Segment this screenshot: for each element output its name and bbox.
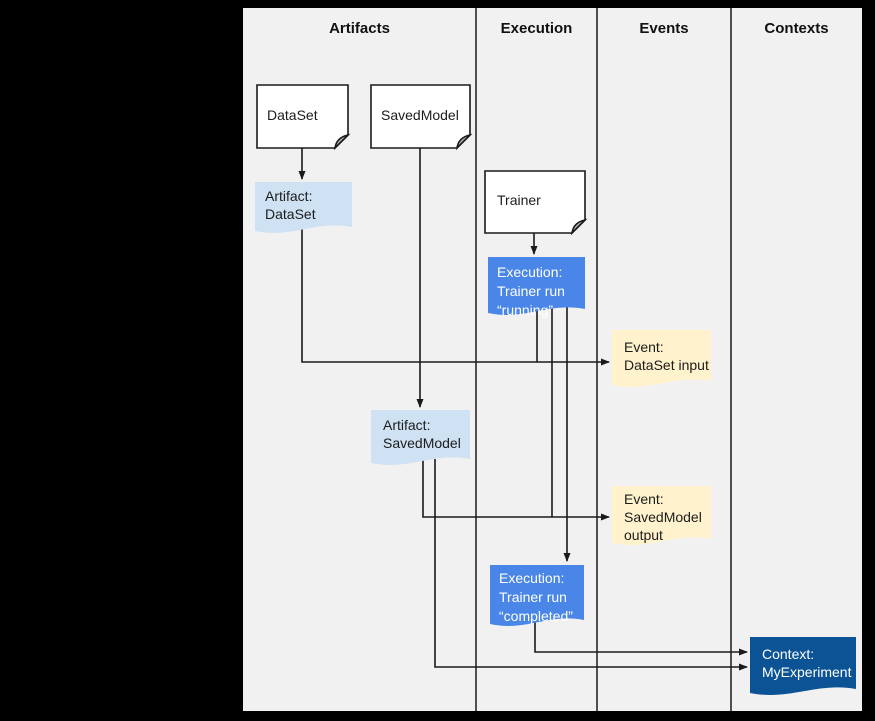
node-execution-running: Execution: Trainer run “running” [497,263,565,320]
node-execution-completed: Execution: Trainer run “completed” [499,569,573,626]
column-header-artifacts: Artifacts [329,20,390,37]
node-context-myexperiment: Context: MyExperiment [762,645,851,681]
node-label-line: output [624,527,663,543]
arrow-execution-completed-to-context [534,622,748,656]
column-header-events: Events [639,20,689,37]
node-label-line: SavedModel [383,435,461,451]
context-myexperiment-shape [750,637,856,696]
trainer-document-shape [484,170,588,236]
column-header-execution: Execution [500,20,573,37]
node-label-line: “completed” [499,608,573,624]
artifact-dataset-shape [255,182,352,234]
artifact-savedmodel-shape [371,410,470,466]
folded-corner-icon [455,133,473,151]
node-label-line: MyExperiment [762,664,852,680]
node-label-line: Artifact: [383,417,431,433]
node-label-line: Event: [624,491,664,507]
node-label-line: Artifact: [265,188,313,204]
node-artifact-dataset: Artifact: DataSet [265,187,316,223]
node-event-savedmodel-output: Event: SavedModel output [624,490,702,544]
arrow-artifact-savedmodel-to-context [434,459,748,671]
event-dataset-input-shape [612,330,711,388]
node-trainer-document: Trainer [485,171,585,229]
folded-corner-icon [333,133,351,151]
column-header-contexts: Contexts [764,20,829,37]
folded-corner-icon [570,218,588,236]
node-label-line: Execution: [497,264,563,280]
node-savedmodel-document: SavedModel [371,85,470,145]
node-label-line: Trainer run [497,283,565,299]
node-label-line: Context: [762,646,815,662]
event-savedmodel-output-shape [612,486,711,546]
node-label-line: SavedModel [624,509,702,525]
execution-running-shape [488,257,585,316]
node-label-line: Event: [624,339,664,355]
arrow-artifact-dataset-to-event-input [301,227,610,366]
node-label-line: DataSet input [624,357,709,373]
column-dividers [475,8,732,711]
node-event-dataset-input: Event: DataSet input [624,338,709,374]
node-dataset-document: DataSet [257,85,348,145]
node-label-line: Execution: [499,570,565,586]
node-label: DataSet [267,107,318,123]
node-label-line: DataSet [265,206,316,222]
node-label-line: “running” [497,302,554,318]
dataset-document-shape [256,84,351,151]
node-label-line: Trainer run [499,589,567,605]
node-artifact-savedmodel: Artifact: SavedModel [383,416,461,452]
arrow-artifact-savedmodel-to-event-output [422,457,610,521]
execution-completed-shape [490,565,584,627]
mlmd-flow-diagram: Artifacts Execution Events Contexts Data… [243,8,862,711]
node-label: SavedModel [381,107,459,123]
savedmodel-document-shape [370,84,473,151]
node-label: Trainer [497,192,541,208]
diagram-graphics [255,8,856,711]
